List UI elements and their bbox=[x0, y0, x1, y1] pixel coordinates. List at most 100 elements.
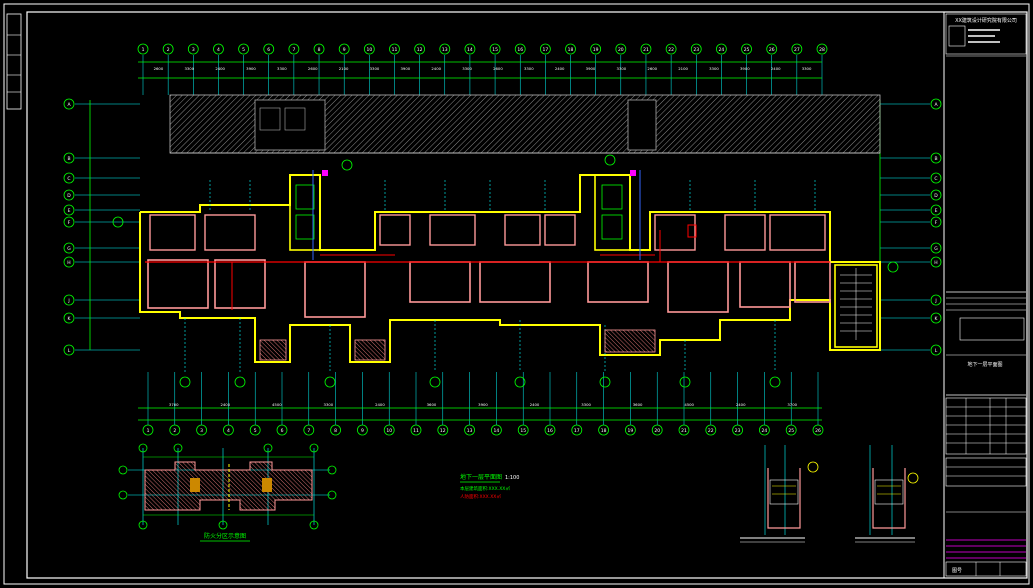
top-dimension-value: 3300 bbox=[184, 66, 194, 71]
top-dimension-value: 2400 bbox=[215, 66, 225, 71]
top-axis-label: 19 bbox=[593, 47, 599, 53]
top-axis-label: 21 bbox=[643, 47, 649, 53]
right-axis-label: B bbox=[934, 156, 937, 162]
top-dimension-value: 3900 bbox=[401, 66, 411, 71]
top-axis-label: 26 bbox=[769, 47, 775, 53]
right-axis-label: J bbox=[934, 298, 936, 304]
top-axis-label: 20 bbox=[618, 47, 624, 53]
top-axis-label: 4 bbox=[217, 47, 220, 53]
right-axis-label: C bbox=[934, 176, 937, 182]
sheet-label: 图号 bbox=[952, 568, 962, 574]
right-axis-label: K bbox=[935, 316, 939, 322]
drawing-title: 地下一层平面图 bbox=[967, 361, 1002, 368]
top-dimension-value: 3300 bbox=[524, 66, 534, 71]
bottom-axis-label: 18 bbox=[601, 428, 607, 434]
bottom-dimension-value: 2400 bbox=[530, 402, 540, 407]
bottom-axis-label: 3 bbox=[200, 428, 203, 434]
bottom-dimension-value: 3300 bbox=[581, 402, 591, 407]
top-axis-label: 28 bbox=[819, 47, 825, 53]
bottom-axis-label: 14 bbox=[494, 428, 500, 434]
top-dimension-value: 2600 bbox=[308, 66, 318, 71]
top-axis-label: 7 bbox=[292, 47, 295, 53]
bottom-axis-label: 4 bbox=[227, 428, 230, 434]
bottom-axis-label: 7 bbox=[307, 428, 310, 434]
bottom-axis-label: 21 bbox=[681, 428, 687, 434]
right-axis-label: L bbox=[935, 348, 938, 354]
top-axis-label: 23 bbox=[693, 47, 699, 53]
bottom-dimension-value: 2400 bbox=[736, 402, 746, 407]
right-axis-label: F bbox=[935, 220, 938, 226]
top-dimension-value: 3300 bbox=[277, 66, 287, 71]
bottom-dimension-value: 3600 bbox=[633, 402, 643, 407]
top-axis-label: 13 bbox=[442, 47, 448, 53]
top-dimension-value: 3300 bbox=[370, 66, 380, 71]
basement-hatched-zone bbox=[169, 94, 881, 154]
top-axis-label: 14 bbox=[467, 47, 473, 53]
top-dimension-value: 3900 bbox=[586, 66, 596, 71]
bottom-axis-label: 12 bbox=[440, 428, 446, 434]
bottom-axis-label: 22 bbox=[708, 428, 714, 434]
top-axis-label: 3 bbox=[192, 47, 195, 53]
bottom-axis-label: 26 bbox=[815, 428, 821, 434]
section-detail-2 bbox=[855, 445, 919, 543]
top-axis-label: 18 bbox=[568, 47, 574, 53]
top-axis-label: 24 bbox=[719, 47, 725, 53]
plan-note-2: 人防面积:XXX.XX㎡ bbox=[460, 493, 501, 500]
left-axis-label: K bbox=[68, 316, 72, 322]
bottom-dimension-value: 2400 bbox=[375, 402, 385, 407]
bottom-axis-label: 20 bbox=[654, 428, 660, 434]
top-axis-label: 12 bbox=[417, 47, 423, 53]
top-dimension-value: 2100 bbox=[678, 66, 688, 71]
bottom-axis-label: 13 bbox=[467, 428, 473, 434]
top-dimension-value: 3900 bbox=[740, 66, 750, 71]
bottom-dimension-value: 2400 bbox=[220, 402, 230, 407]
right-axis-label: D bbox=[934, 193, 938, 199]
top-axis-label: 2 bbox=[167, 47, 170, 53]
left-axis-label: H bbox=[67, 260, 70, 266]
left-axis-label: G bbox=[67, 246, 71, 252]
top-axis-label: 15 bbox=[492, 47, 498, 53]
top-dimension-value: 3900 bbox=[246, 66, 256, 71]
left-axis-label: J bbox=[67, 298, 69, 304]
top-dimension-value: 2400 bbox=[555, 66, 565, 71]
bottom-axis-label: 11 bbox=[413, 428, 419, 434]
top-dimension-value: 2400 bbox=[431, 66, 441, 71]
top-dimension-value: 3300 bbox=[462, 66, 472, 71]
top-dimension-value: 2400 bbox=[771, 66, 781, 71]
right-axis-label: A bbox=[934, 102, 938, 108]
top-axis-label: 25 bbox=[744, 47, 750, 53]
bottom-axis-label: 8 bbox=[334, 428, 337, 434]
top-dimension-value: 3300 bbox=[709, 66, 719, 71]
plan-caption: 地下一层平面图 bbox=[460, 473, 502, 481]
top-axis-label: 9 bbox=[343, 47, 346, 53]
main-floor-plan bbox=[112, 154, 899, 372]
left-axis-label: D bbox=[67, 193, 71, 199]
bottom-axis-label: 25 bbox=[788, 428, 794, 434]
left-axis-label: A bbox=[67, 102, 71, 108]
top-axis-label: 1 bbox=[142, 47, 145, 53]
bottom-axis-label: 6 bbox=[281, 428, 284, 434]
left-axis-label: B bbox=[67, 156, 70, 162]
plan-caption-scale: 1:100 bbox=[505, 475, 519, 481]
bottom-dimension-value: 3600 bbox=[427, 402, 437, 407]
top-axis-label: 5 bbox=[242, 47, 245, 53]
bottom-dimension-value: 3900 bbox=[478, 402, 488, 407]
left-axis-label: F bbox=[68, 220, 71, 226]
top-axis-label: 6 bbox=[267, 47, 270, 53]
bottom-axis-label: 15 bbox=[520, 428, 526, 434]
bottom-dimension-value: 4500 bbox=[272, 402, 282, 407]
left-axis-label: E bbox=[68, 208, 71, 214]
top-axis-label: 8 bbox=[318, 47, 321, 53]
left-axis-label: L bbox=[68, 348, 71, 354]
top-dimension-value: 2100 bbox=[339, 66, 349, 71]
bottom-axis-label: 16 bbox=[547, 428, 553, 434]
top-axis-label: 27 bbox=[794, 47, 800, 53]
company-name: XX建筑设计研究院有限公司 bbox=[955, 17, 1017, 24]
title-block: XX建筑设计研究院有限公司 地下一层平面图 图号 bbox=[943, 12, 1027, 578]
bottom-axis-label: 9 bbox=[361, 428, 364, 434]
top-axis-label: 10 bbox=[366, 47, 372, 53]
plan-caption-block: 地下一层平面图 1:100 本层建筑面积:XXX.XX㎡ 人防面积:XXX.XX… bbox=[460, 473, 519, 500]
bottom-axis-label: 1 bbox=[147, 428, 150, 434]
